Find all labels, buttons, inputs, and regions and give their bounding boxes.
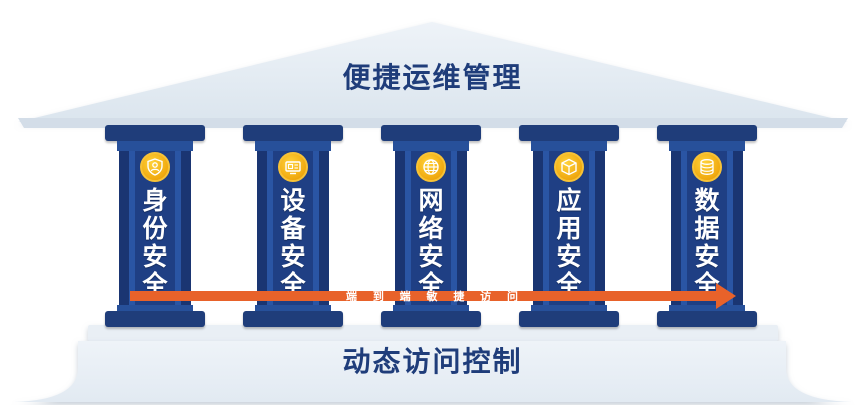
pillar-label: 数据安全 (694, 186, 720, 299)
pillar-capital (381, 125, 481, 141)
pillar-capital-neck (117, 141, 193, 151)
pillar-capital (243, 125, 343, 141)
pillar-base-neck (531, 305, 607, 313)
pillar-identity-security: 身份安全 (105, 125, 205, 330)
pillar-base-neck (393, 305, 469, 313)
pillar-capital-neck (255, 141, 331, 151)
pillar-base (657, 311, 757, 327)
pillar-label: 应用安全 (556, 186, 582, 299)
roof-eave (18, 118, 848, 128)
cube-icon (554, 152, 584, 182)
pillar-base-neck (117, 305, 193, 313)
pillar-capital (657, 125, 757, 141)
pillar-base (381, 311, 481, 327)
pillar-base (105, 311, 205, 327)
pillar-base (243, 311, 343, 327)
pillar-base-neck (255, 305, 331, 313)
globe-icon (416, 152, 446, 182)
pillar-capital-neck (393, 141, 469, 151)
base-title: 动态访问控制 (342, 345, 523, 378)
pillar-label: 网络安全 (418, 186, 444, 299)
roof (18, 22, 848, 122)
pillar-capital-neck (531, 141, 607, 151)
device-icon (278, 152, 308, 182)
pillar-label: 身份安全 (142, 186, 168, 299)
pillar-base (519, 311, 619, 327)
roof-title: 便捷运维管理 (342, 61, 523, 94)
pillar-base-neck (669, 305, 745, 313)
pillar-capital (519, 125, 619, 141)
arrow-label: 端 到 端 敏 捷 访 问 (346, 290, 524, 303)
pillar-capital (105, 125, 205, 141)
database-icon (692, 152, 722, 182)
pillar-capital-neck (669, 141, 745, 151)
pillar-data-security: 数据安全 (657, 125, 757, 330)
user-shield-icon (140, 152, 170, 182)
pillar-label: 设备安全 (280, 186, 306, 299)
base-step-bottom (14, 341, 852, 402)
base-step-top (88, 325, 778, 341)
